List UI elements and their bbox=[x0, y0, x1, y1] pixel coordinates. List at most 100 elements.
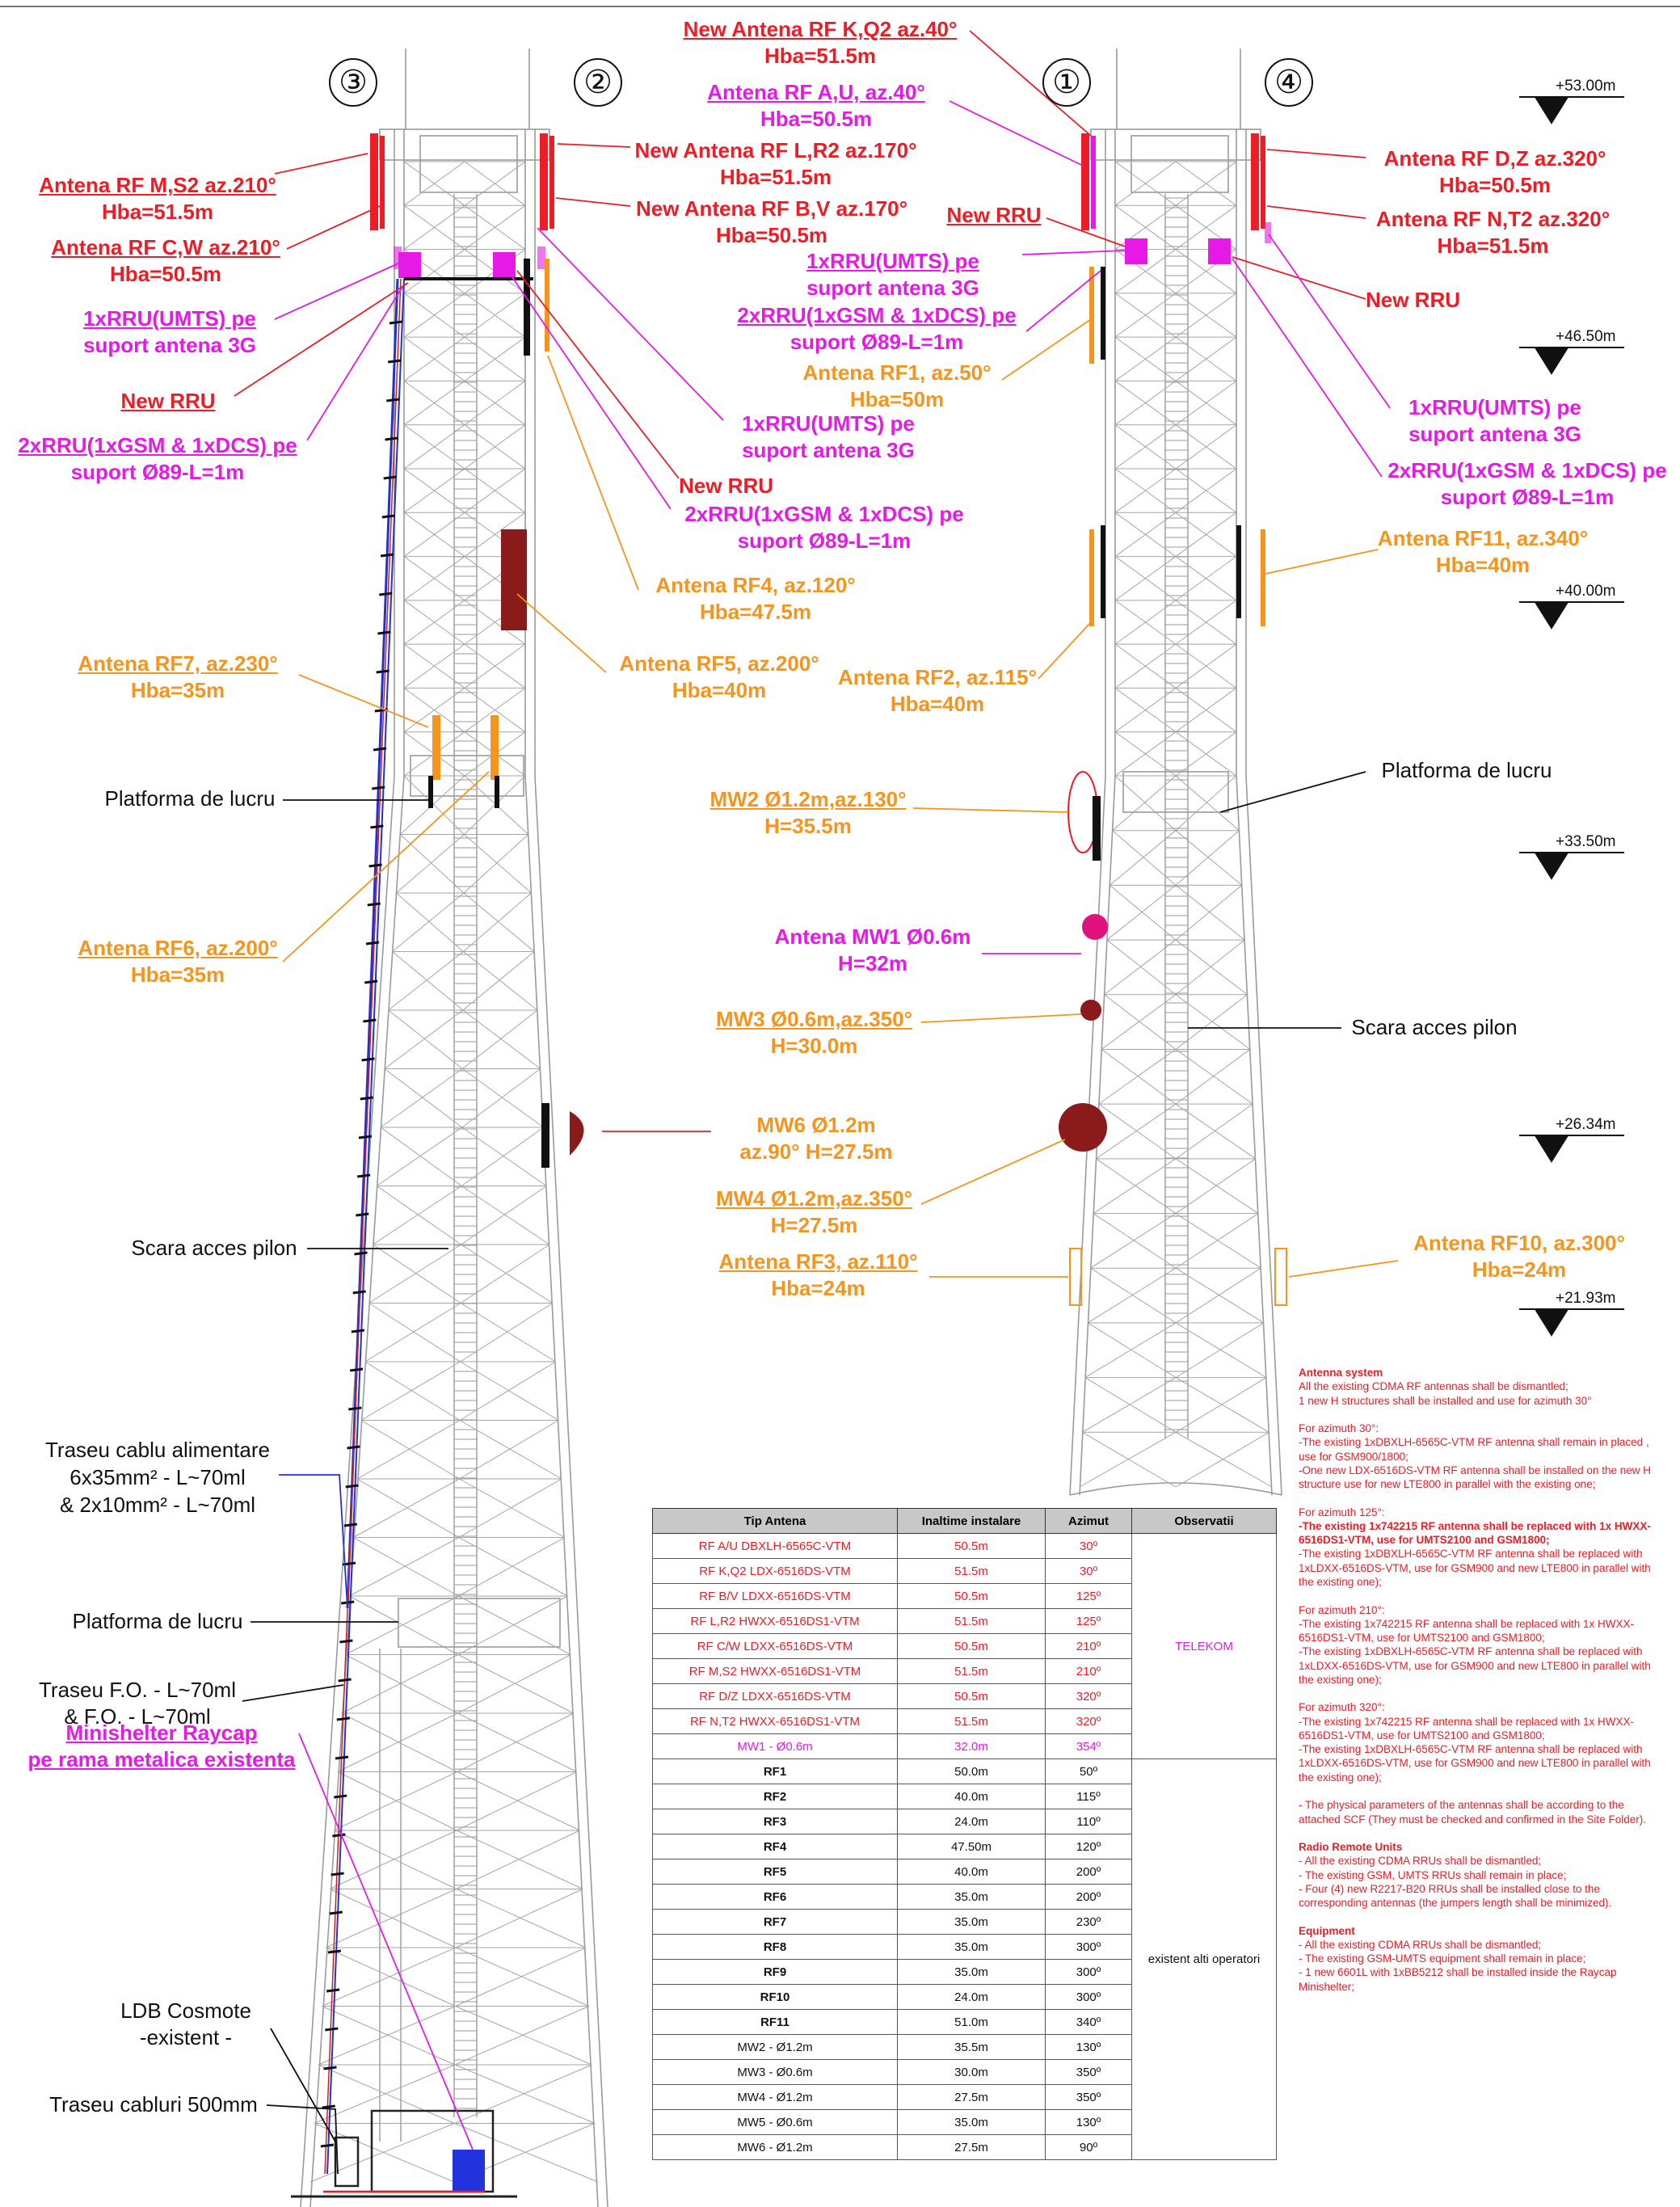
note-line: -One new LDX-6516DS-VTM RF antenna shall… bbox=[1299, 1464, 1651, 1491]
label-rf-bv: New Antena RF B,V az.170°Hba=50.5m bbox=[636, 196, 907, 247]
table-cell: 50.5m bbox=[897, 1683, 1046, 1709]
table-cell: 35.0m bbox=[897, 2109, 1046, 2135]
note-line: Equipment bbox=[1299, 1924, 1355, 1937]
col-inaltime: Inaltime instalare bbox=[897, 1508, 1046, 1534]
table-cell: 130º bbox=[1045, 2034, 1132, 2060]
label-traseu-500: Traseu cabluri 500mm bbox=[49, 2092, 258, 2116]
table-cell: RF2 bbox=[652, 1784, 898, 1809]
table-cell: 51.5m bbox=[897, 1708, 1046, 1734]
table-cell: 125º bbox=[1045, 1583, 1132, 1609]
left-base bbox=[291, 2109, 517, 2198]
table-cell: 35.0m bbox=[897, 1959, 1046, 1985]
table-cell: 30º bbox=[1045, 1558, 1132, 1584]
table-cell: MW1 - Ø0.6m bbox=[652, 1733, 898, 1759]
table-cell: 50.5m bbox=[897, 1633, 1046, 1659]
leader-lines bbox=[234, 30, 1399, 2175]
table-cell: 210º bbox=[1045, 1658, 1132, 1684]
left-antennas bbox=[370, 133, 584, 1168]
tower-leg-1-marker: ① bbox=[1042, 58, 1091, 107]
level-26-34: +26.34m bbox=[1556, 1116, 1616, 1133]
level-21-93: +21.93m bbox=[1556, 1290, 1616, 1307]
note-line: For azimuth 210°: bbox=[1299, 1603, 1385, 1616]
antenna-table: Tip Antena Inaltime instalare Azimut Obs… bbox=[652, 1508, 1277, 2160]
table-cell: 51.5m bbox=[897, 1608, 1046, 1634]
level-33-5: +33.50m bbox=[1556, 833, 1616, 850]
table-cell: 300º bbox=[1045, 1959, 1132, 1985]
table-cell: 300º bbox=[1045, 1984, 1132, 2010]
note-line: - All the existing CDMA RRUs shall be di… bbox=[1299, 1855, 1542, 1868]
note-line: All the existing CDMA RF antennas shall … bbox=[1299, 1380, 1568, 1393]
col-tip-antena: Tip Antena bbox=[652, 1508, 898, 1534]
table-cell: 130º bbox=[1045, 2109, 1132, 2135]
table-cell: 50.0m bbox=[897, 1758, 1046, 1784]
note-line bbox=[1299, 1826, 1659, 1840]
table-cell: 110º bbox=[1045, 1809, 1132, 1834]
table-cell: RF C/W LDXX-6516DS-VTM bbox=[652, 1633, 898, 1659]
label-rf3: Antena RF3, az.110°Hba=24m bbox=[718, 1249, 918, 1300]
right-ladder-rungs bbox=[1165, 197, 1188, 1430]
table-cell: RF5 bbox=[652, 1859, 898, 1885]
note-line: - Four (4) new R2217-B20 RRUs shall be i… bbox=[1299, 1882, 1612, 1910]
table-cell: 35.0m bbox=[897, 1884, 1046, 1910]
tower-leg-3-marker: ③ bbox=[329, 58, 377, 107]
table-cell: RF3 bbox=[652, 1809, 898, 1834]
table-cell: RF B/V LDXX-6516DS-VTM bbox=[652, 1583, 898, 1609]
note-line: For azimuth 125°: bbox=[1299, 1506, 1385, 1518]
table-observatii-cell: existent alti operatori bbox=[1131, 1758, 1277, 2160]
label-new-rru-right2: New RRU bbox=[1366, 288, 1461, 312]
table-cell: RF6 bbox=[652, 1884, 898, 1910]
table-cell: 24.0m bbox=[897, 1984, 1046, 2010]
table-cell: MW5 - Ø0.6m bbox=[652, 2109, 898, 2135]
table-cell: RF L,R2 HWXX-6516DS1-VTM bbox=[652, 1608, 898, 1634]
label-rf5: Antena RF5, az.200°Hba=40m bbox=[619, 651, 819, 702]
table-cell: 350º bbox=[1045, 2059, 1132, 2085]
table-cell: 354º bbox=[1045, 1733, 1132, 1759]
table-cell: RF9 bbox=[652, 1959, 898, 1985]
label-ldb-cosmote: LDB Cosmote-existent - bbox=[120, 1999, 251, 2049]
label-new-rru-left2: New RRU bbox=[679, 474, 774, 498]
level-53: +53.00m bbox=[1556, 78, 1616, 95]
note-line bbox=[1299, 1491, 1659, 1505]
table-cell: 35.5m bbox=[897, 2034, 1046, 2060]
table-cell: MW4 - Ø1.2m bbox=[652, 2084, 898, 2110]
table-cell: 30º bbox=[1045, 1533, 1132, 1559]
label-rf10: Antena RF10, az.300°Hba=24m bbox=[1413, 1231, 1625, 1282]
table-cell: 27.5m bbox=[897, 2134, 1046, 2160]
table-cell: 35.0m bbox=[897, 1909, 1046, 1935]
table-cell: 340º bbox=[1045, 2009, 1132, 2035]
note-line: -The existing 1x742215 RF antenna shall … bbox=[1299, 1715, 1634, 1742]
label-rf-dz: Antena RF D,Z az.320°Hba=50.5m bbox=[1383, 146, 1606, 197]
table-cell: 30.0m bbox=[897, 2059, 1046, 2085]
col-observatii: Observatii bbox=[1131, 1508, 1277, 1534]
table-cell: RF D/Z LDXX-6516DS-VTM bbox=[652, 1683, 898, 1709]
note-line bbox=[1299, 1408, 1659, 1421]
table-cell: 300º bbox=[1045, 1934, 1132, 1960]
table-cell: 24.0m bbox=[897, 1809, 1046, 1834]
label-platforma-left2: Platforma de lucru bbox=[72, 1609, 243, 1633]
table-cell: 50.5m bbox=[897, 1583, 1046, 1609]
table-cell: RF4 bbox=[652, 1834, 898, 1860]
note-line: - All the existing CDMA RRUs shall be di… bbox=[1299, 1938, 1542, 1951]
note-line bbox=[1299, 1687, 1659, 1700]
table-cell: 90º bbox=[1045, 2134, 1132, 2160]
table-cell: RF M,S2 HWXX-6516DS1-VTM bbox=[652, 1658, 898, 1684]
right-lattice bbox=[1079, 161, 1273, 1488]
table-cell: 320º bbox=[1045, 1683, 1132, 1709]
note-line: Antenna system bbox=[1299, 1367, 1383, 1379]
label-traseu-fo: Traseu F.O. - L~70ml& F.O. - L~70ml bbox=[39, 1678, 236, 1729]
note-line bbox=[1299, 1910, 1659, 1923]
label-rf-lr2: New Antena RF L,R2 az.170°Hba=51.5m bbox=[634, 138, 917, 189]
label-rf11: Antena RF11, az.340°Hba=40m bbox=[1377, 526, 1589, 577]
table-cell: MW2 - Ø1.2m bbox=[652, 2034, 898, 2060]
